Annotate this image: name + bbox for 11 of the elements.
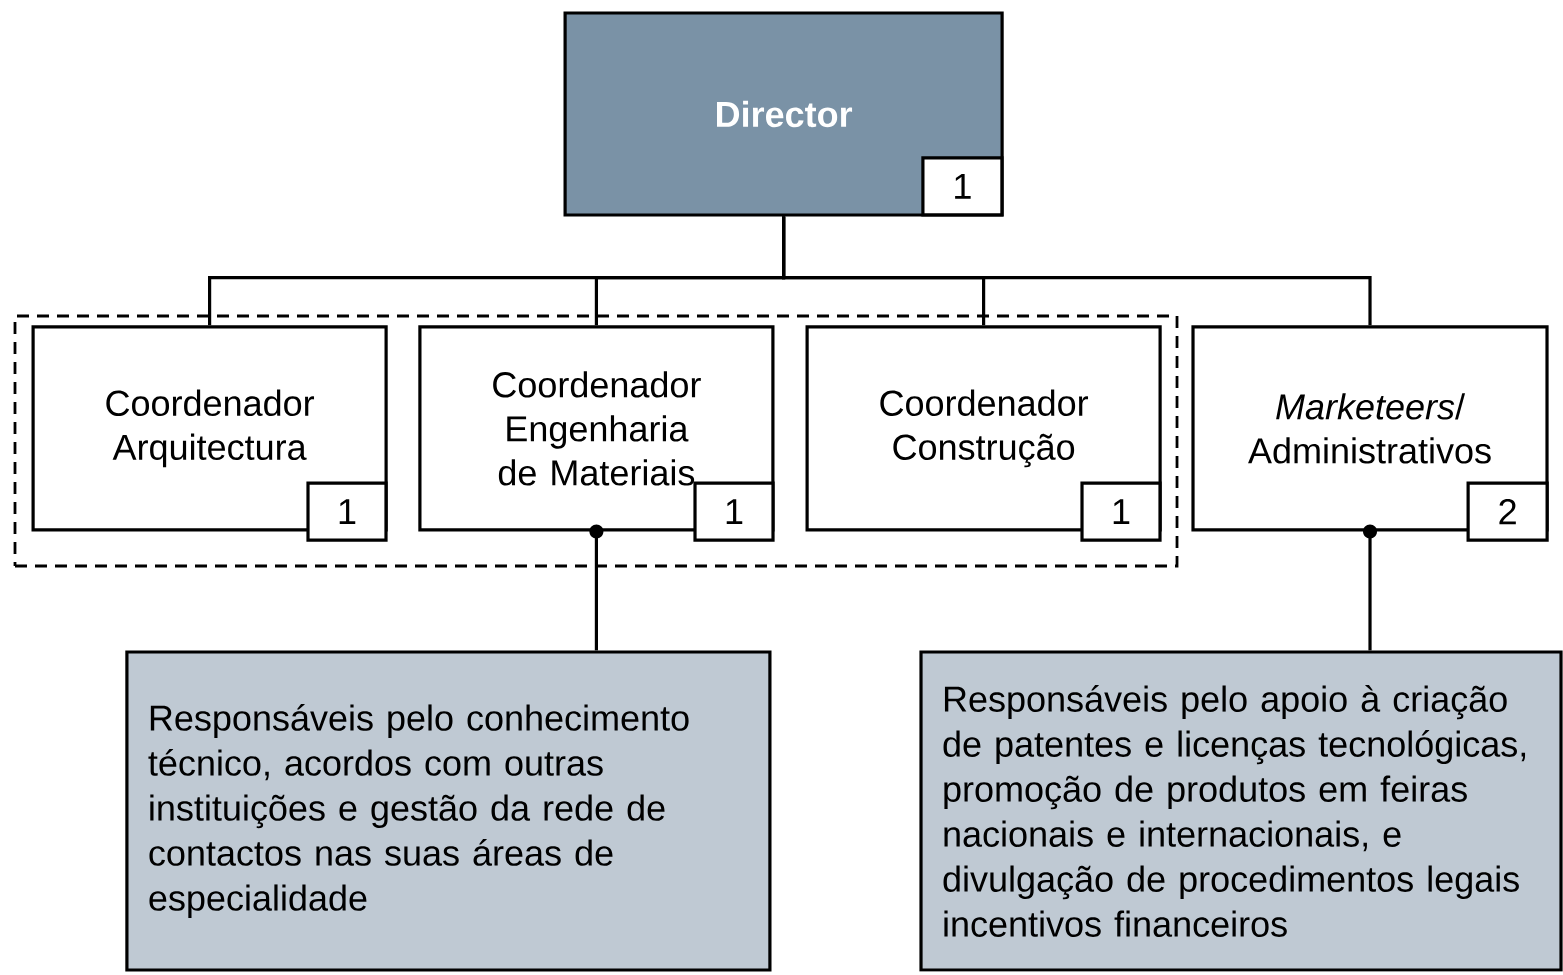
count-box: 1 [921,156,1004,217]
count-box: 1 [1080,481,1162,542]
description-box: Responsáveis pelo conhecimento técnico, acordos com outras instituições e gestão da rede de contactos nas suas áreas de especialidade [125,650,772,972]
connector-line [589,524,604,651]
connector-line [1363,524,1377,651]
count-box: 1 [306,481,388,542]
connector-line [782,216,1372,326]
count-box: 2 [1466,481,1549,542]
description-box: Responsáveis pelo apoio à criação de patentes e licenças tecnológicas, promoção de produtos em feiras nacionais e internacionais, e divulgação de procedimentos legais incentivos financeiros [919,650,1563,972]
dashed-group-frame [13,314,1179,568]
count-box: 1 [693,481,775,542]
